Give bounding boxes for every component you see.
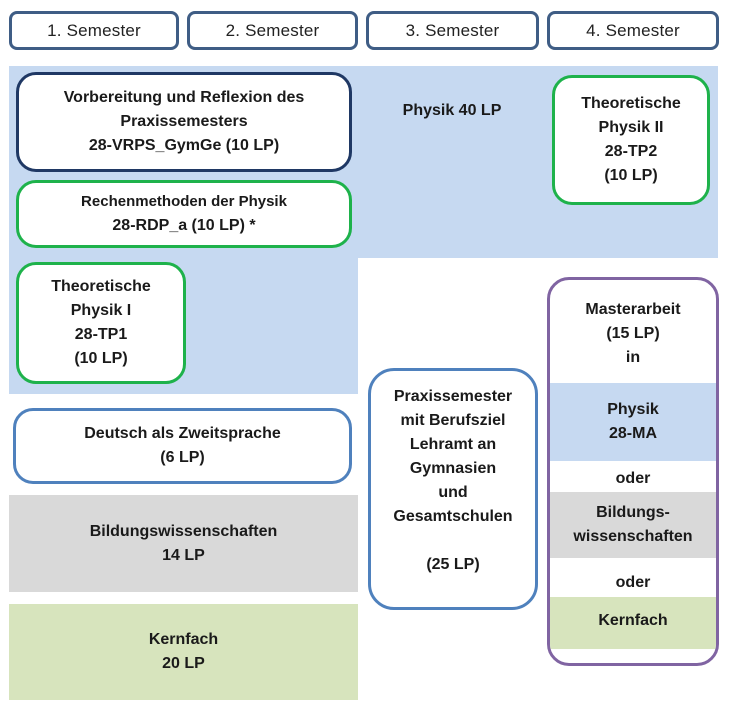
- module-tp2: Theoretische Physik II 28-TP2 (10 LP): [552, 75, 710, 205]
- module-tp1: Theoretische Physik I 28-TP1 (10 LP): [16, 262, 186, 384]
- praxis-lp: (25 LP): [426, 556, 480, 573]
- module-tp2-title-1: Theoretische: [581, 95, 681, 112]
- bildungswissenschaften-label: Bildungswissenschaften 14 LP: [9, 495, 358, 592]
- module-rdp-title: Rechenmethoden der Physik: [81, 193, 287, 210]
- module-daz-title: Deutsch als Zweitsprache: [84, 425, 281, 442]
- bildungswissenschaften-title: Bildungswissenschaften: [89, 522, 278, 540]
- praxis-line-5: und: [438, 484, 468, 501]
- kernfach-band: [9, 604, 358, 700]
- semester-header-4: 4. Semester: [547, 11, 719, 50]
- master-option-kernfach: Kernfach: [550, 597, 716, 649]
- master-option-bildung-2: wissenschaften: [573, 528, 693, 545]
- kernfach-title: Kernfach: [148, 631, 219, 648]
- module-masterarbeit: Masterarbeit (15 LP) in Physik 28-MA ode…: [547, 277, 719, 666]
- praxis-line-1: Praxissemester: [393, 388, 513, 405]
- master-option-bildung: Bildungs- wissenschaften: [550, 492, 716, 558]
- master-header: Masterarbeit (15 LP) in: [550, 294, 716, 374]
- kernfach-lp: 20 LP: [162, 655, 205, 672]
- praxis-line-3: Lehramt an: [409, 436, 497, 453]
- praxis-line-4: Gymnasien: [409, 460, 497, 477]
- module-tp1-title-2: Physik I: [70, 302, 132, 319]
- module-vrps: Vorbereitung und Reflexion des Praxissem…: [16, 72, 352, 172]
- module-rdp: Rechenmethoden der Physik 28-RDP_a (10 L…: [16, 180, 352, 248]
- module-tp2-title-2: Physik II: [598, 119, 664, 136]
- module-tp1-lp: (10 LP): [74, 350, 128, 367]
- module-tp2-code: 28-TP2: [604, 143, 658, 160]
- praxis-line-6: Gesamtschulen: [393, 508, 513, 525]
- semester-header-1: 1. Semester: [9, 11, 179, 50]
- module-tp1-title-1: Theoretische: [51, 278, 151, 295]
- master-option-physik: Physik 28-MA: [550, 383, 716, 461]
- module-rdp-code: 28-RDP_a (10 LP) *: [112, 217, 256, 234]
- module-vrps-title-1: Vorbereitung und Reflexion des: [63, 89, 305, 106]
- module-tp2-lp: (10 LP): [604, 167, 658, 184]
- kernfach-label: Kernfach 20 LP: [9, 604, 358, 700]
- praxis-line-2: mit Berufsziel: [400, 412, 506, 429]
- semester-header-2: 2. Semester: [187, 11, 358, 50]
- master-title: Masterarbeit: [585, 301, 681, 318]
- module-vrps-code: 28-VRPS_GymGe (10 LP): [88, 137, 280, 154]
- master-lp: (15 LP): [606, 325, 660, 342]
- master-option-physik-title: Physik: [607, 401, 659, 418]
- module-praxissemester: Praxissemester mit Berufsziel Lehramt an…: [368, 368, 538, 610]
- module-tp1-code: 28-TP1: [74, 326, 128, 343]
- module-daz-lp: (6 LP): [160, 449, 205, 466]
- module-daz: Deutsch als Zweitsprache (6 LP): [13, 408, 352, 484]
- master-option-bildung-1: Bildungs-: [596, 504, 670, 521]
- module-vrps-title-2: Praxissemesters: [120, 113, 248, 130]
- bildungswissenschaften-lp: 14 LP: [162, 546, 205, 564]
- bildungswissenschaften-band: [9, 495, 358, 592]
- master-in: in: [625, 349, 641, 366]
- master-oder-2: oder: [615, 574, 651, 591]
- semester-header-3: 3. Semester: [366, 11, 539, 50]
- physik-total-label: Physik 40 LP: [402, 102, 502, 119]
- master-oder-1: oder: [615, 470, 651, 487]
- master-option-physik-code: 28-MA: [608, 425, 657, 442]
